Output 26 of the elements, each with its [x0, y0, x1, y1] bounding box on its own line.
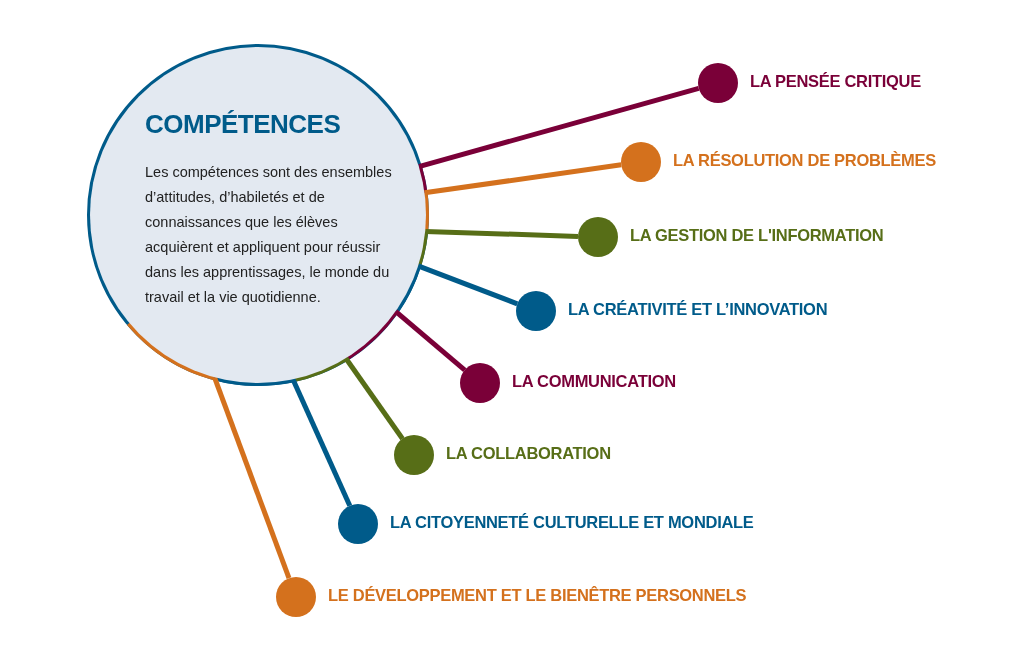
- connector-line: [212, 376, 292, 580]
- circle-marker: [460, 363, 500, 403]
- heading: COMPÉTENCES: [145, 109, 341, 140]
- competency-label: LA GESTION DE L'INFORMATION: [630, 226, 884, 245]
- circle-marker: [698, 63, 738, 103]
- circle-marker: [338, 504, 378, 544]
- connector-line: [425, 228, 579, 239]
- competency-label: LA PENSÉE CRITIQUE: [750, 72, 921, 91]
- competency-label: LE DÉVELOPPEMENT ET LE BIENÊTRE PERSONNELS: [328, 586, 747, 605]
- circle-marker: [578, 217, 618, 257]
- connector-line: [343, 356, 405, 441]
- description: Les compétences sont des ensembles d’attitudes, d’habiletés et de connaissances que les élèves acquièrent et appliquent pour réussir dans les apprentissages, le monde du travail et la vie quotidienne.: [145, 163, 393, 307]
- connector-line: [417, 263, 519, 307]
- circle-marker: [621, 142, 661, 182]
- competency-label: LA RÉSOLUTION DE PROBLÈMES: [673, 151, 936, 170]
- circle-marker: [516, 291, 556, 331]
- competency-label: LA CRÉATIVITÉ ET L’INNOVATION: [568, 300, 828, 319]
- connector-line: [290, 378, 353, 507]
- connector-line: [394, 309, 467, 372]
- circle-marker: [276, 577, 316, 617]
- connector-line: [418, 86, 700, 170]
- circle-marker: [394, 435, 434, 475]
- connector-line: [424, 162, 622, 196]
- competency-label: LA COLLABORATION: [446, 444, 611, 463]
- competency-label: LA CITOYENNETÉ CULTURELLE ET MONDIALE: [390, 513, 754, 532]
- competency-label: LA COMMUNICATION: [512, 372, 676, 391]
